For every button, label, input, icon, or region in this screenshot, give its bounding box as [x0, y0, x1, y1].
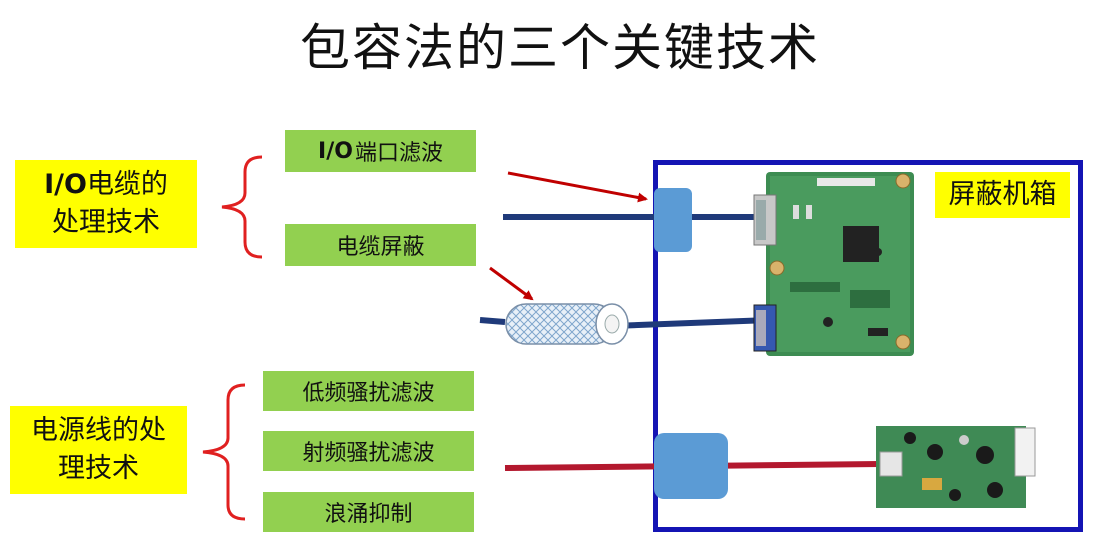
shielded-enclosure — [653, 160, 1083, 532]
power-label-line2: 理技术 — [58, 453, 139, 484]
cable-shield-box: 电缆屏蔽 — [285, 224, 476, 266]
red-brace-icon — [202, 383, 246, 521]
io-label-bold: I/O — [44, 169, 87, 200]
power-line-group-label: 电源线的处 理技术 — [10, 406, 187, 494]
io-label-rest: 电缆的 — [86, 169, 168, 200]
io-port-filter-bold: I/O — [318, 138, 353, 164]
io-filter-connector — [654, 188, 692, 252]
power-label-line1: 电源线的处 — [31, 415, 166, 446]
rf-filter-box: 射频骚扰滤波 — [263, 431, 474, 471]
enclosure-label: 屏蔽机箱 — [935, 172, 1070, 218]
red-arrow-icon — [507, 171, 648, 203]
power-filter-connector — [654, 433, 728, 499]
shield-cable-inner-line — [479, 317, 506, 325]
red-brace-icon — [221, 155, 263, 259]
shield-signal-line — [611, 317, 771, 329]
shielded-cable-icon — [505, 303, 629, 345]
slide-title: 包容法的三个关键技术 — [300, 19, 820, 77]
red-arrow-icon — [489, 266, 534, 301]
low-freq-filter-box: 低频骚扰滤波 — [263, 371, 474, 411]
surge-suppress-box: 浪涌抑制 — [263, 492, 474, 532]
power-board-icon — [876, 426, 1036, 508]
io-label-line2: 处理技术 — [52, 207, 160, 238]
io-cable-group-label: I/O电缆的 处理技术 — [15, 160, 197, 248]
io-port-filter-rest: 端口滤波 — [354, 141, 443, 166]
pcb-board-icon — [753, 172, 914, 356]
